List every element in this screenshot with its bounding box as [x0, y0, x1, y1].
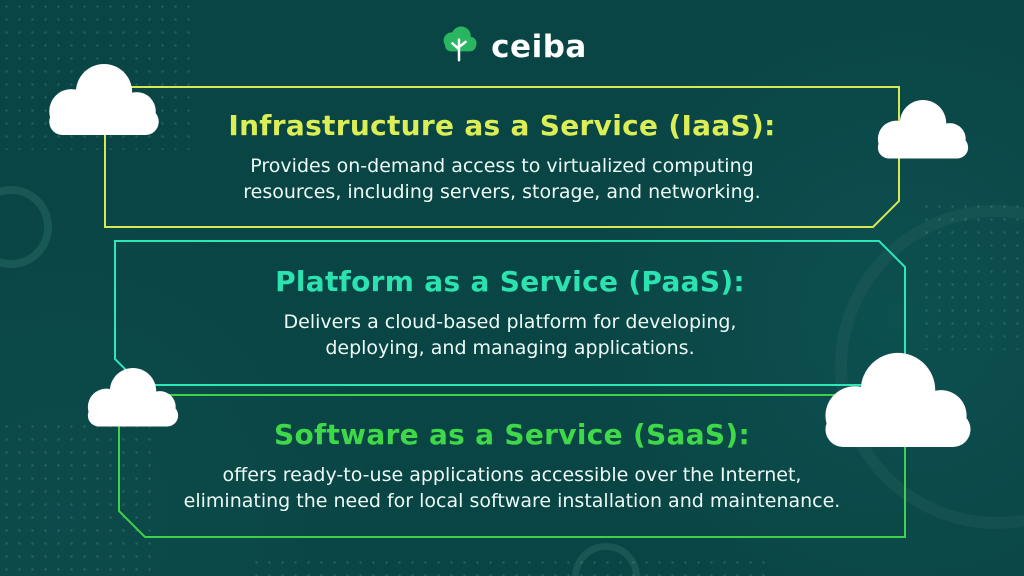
iaas-panel: Infrastructure as a Service (IaaS): Prov…	[104, 86, 900, 228]
dot-pattern-bottom	[250, 556, 770, 576]
iaas-description: Provides on-demand access to virtualized…	[243, 154, 760, 205]
paas-description-line2: deploying, and managing applications.	[325, 336, 695, 359]
saas-title: Software as a Service (SaaS):	[274, 418, 750, 452]
ring-decoration-left	[0, 186, 52, 268]
cloud-icon	[49, 63, 159, 135]
brand-logo: ceiba	[0, 24, 1024, 70]
saas-description-line2: eliminating the need for local software …	[183, 489, 841, 512]
iaas-description-line2: resources, including servers, storage, a…	[243, 180, 761, 203]
iaas-description-line1: Provides on-demand access to virtualized…	[250, 155, 754, 178]
cloud-icon	[877, 99, 969, 159]
ring-decoration-bottom	[572, 543, 640, 576]
iaas-title: Infrastructure as a Service (IaaS):	[228, 109, 776, 143]
saas-description: offers ready-to-use applications accessi…	[184, 463, 841, 514]
saas-description-line1: offers ready-to-use applications accessi…	[222, 464, 802, 487]
paas-panel: Platform as a Service (PaaS): Delivers a…	[114, 240, 906, 386]
brand-name: ceiba	[491, 29, 587, 65]
cloud-icon	[825, 352, 971, 447]
saas-panel: Software as a Service (SaaS): offers rea…	[118, 394, 906, 538]
paas-description-line1: Delivers a cloud-based platform for deve…	[283, 311, 737, 334]
paas-title: Platform as a Service (PaaS):	[275, 265, 745, 299]
paas-description: Delivers a cloud-based platform for deve…	[284, 310, 737, 361]
cloud-icon	[87, 367, 179, 427]
ceiba-tree-icon	[443, 26, 477, 62]
